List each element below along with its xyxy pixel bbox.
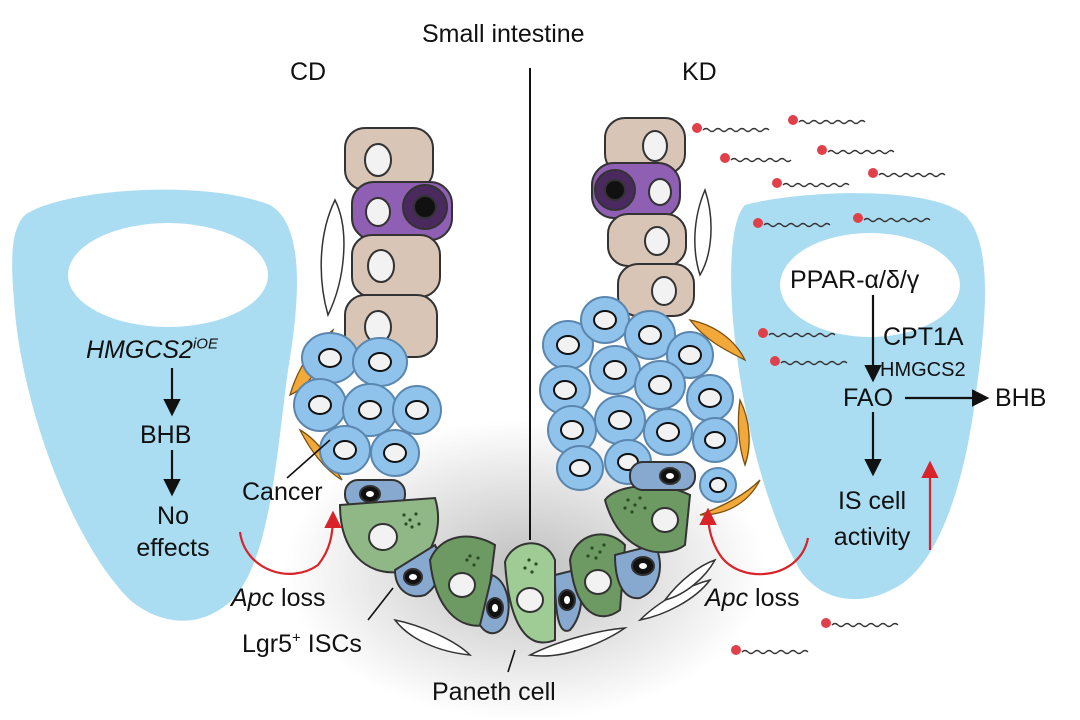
tumor-cell bbox=[666, 331, 714, 379]
ketone-molecule bbox=[821, 618, 899, 628]
right-villus-cells bbox=[591, 117, 695, 317]
apc-gene-right: Apc bbox=[705, 584, 749, 612]
enterocyte bbox=[617, 263, 695, 317]
label-no-effects: No effects bbox=[118, 500, 228, 564]
label-bhb-left: BHB bbox=[140, 421, 192, 449]
hmgcs2-gene: HMGCS2 bbox=[86, 336, 193, 364]
stem-cell bbox=[393, 543, 442, 598]
apc-loss-arrow-right bbox=[699, 507, 810, 576]
ketone-molecule bbox=[692, 123, 770, 133]
goblet-cell bbox=[351, 181, 453, 241]
tumor-cell bbox=[699, 467, 737, 503]
ketone-molecules bbox=[692, 115, 946, 655]
label-paneth-cell: Paneth cell bbox=[432, 678, 556, 706]
panel-label-kd: KD bbox=[682, 58, 717, 86]
stem-cell bbox=[629, 461, 696, 491]
no-effects-line1: No bbox=[157, 502, 189, 530]
tumor-cell bbox=[594, 395, 646, 445]
goblet-cell bbox=[591, 162, 681, 219]
tumor-cell bbox=[370, 429, 420, 477]
label-bhb-right: BHB bbox=[995, 384, 1047, 412]
tumor-cell bbox=[392, 385, 442, 435]
panel-label-cd: CD bbox=[290, 58, 327, 86]
red-arrows bbox=[238, 460, 939, 576]
paneth-cell bbox=[603, 484, 692, 554]
ketone-molecule bbox=[772, 178, 850, 188]
tumor-cell bbox=[293, 378, 347, 432]
loss-left: loss bbox=[274, 584, 326, 612]
apc-loss-arrow-left bbox=[238, 510, 342, 575]
iscs-text: ISCs bbox=[300, 630, 362, 658]
label-lgr5-iscs: Lgr5+ ISCs bbox=[242, 629, 362, 658]
left-tumor-cells bbox=[293, 332, 442, 477]
tumor-cell bbox=[547, 405, 597, 455]
enterocyte bbox=[351, 234, 441, 298]
stem-cell bbox=[478, 573, 510, 635]
pointer-paneth bbox=[507, 649, 516, 673]
paneth-granules bbox=[402, 496, 647, 574]
enterocyte bbox=[344, 127, 434, 191]
pathway-arrows bbox=[163, 295, 990, 673]
label-hmgcs2-ioe: HMGCS2iOE bbox=[86, 335, 218, 364]
ketone-molecule bbox=[770, 356, 848, 366]
is-cell-line1: IS cell bbox=[837, 487, 907, 515]
stem-cell bbox=[613, 543, 661, 600]
lgr5-superscript: + bbox=[292, 629, 301, 647]
tumor-cell bbox=[692, 417, 738, 463]
title-label: Small intestine bbox=[422, 20, 585, 48]
label-is-cell-activity: IS cell activity bbox=[812, 483, 932, 555]
pointer-lgr5 bbox=[367, 587, 394, 621]
ketone-molecule bbox=[868, 168, 946, 178]
lgr5-text: Lgr5 bbox=[242, 630, 293, 658]
tumor-cell bbox=[301, 332, 359, 384]
label-ppar: PPAR-α/δ/γ bbox=[790, 266, 920, 294]
label-apc-loss-left: Apc loss bbox=[231, 586, 326, 611]
paneth-cell bbox=[338, 496, 440, 574]
tumor-cell bbox=[589, 345, 641, 395]
enterocyte bbox=[604, 117, 686, 175]
left-villus-cells bbox=[344, 127, 453, 358]
tumor-cell bbox=[352, 337, 408, 387]
ketone-molecule bbox=[817, 145, 895, 155]
stromal-white-cells bbox=[320, 187, 717, 657]
no-effects-line2: effects bbox=[136, 534, 210, 562]
tumor-cell bbox=[624, 310, 676, 360]
label-fao: FAO bbox=[843, 384, 894, 412]
tumor-cell bbox=[643, 408, 693, 456]
label-cancer: Cancer bbox=[242, 478, 323, 506]
enterocyte bbox=[607, 213, 687, 267]
tumor-cell bbox=[634, 360, 686, 410]
paneth-cell bbox=[568, 533, 627, 618]
ketone-molecule bbox=[731, 645, 809, 655]
tumor-cell bbox=[342, 383, 398, 437]
ketone-molecule bbox=[788, 115, 866, 125]
pointer-cancer bbox=[286, 439, 331, 479]
ketone-molecule bbox=[753, 218, 831, 228]
right-lumen-hole bbox=[780, 233, 960, 337]
tumor-cell bbox=[580, 296, 630, 344]
apc-gene-left: Apc bbox=[231, 584, 275, 612]
label-cpt1a: CPT1A bbox=[883, 323, 964, 351]
tumor-cell bbox=[319, 425, 371, 475]
ioe-superscript: iOE bbox=[192, 335, 218, 353]
tumor-cell bbox=[539, 365, 591, 415]
is-cell-line2: activity bbox=[833, 523, 911, 551]
label-hmgcs2-right: HMGCS2 bbox=[880, 359, 966, 381]
ketone-molecule bbox=[758, 328, 836, 338]
left-lumen-hole bbox=[68, 223, 268, 327]
loss-right: loss bbox=[748, 584, 800, 612]
paneth-cell bbox=[503, 542, 556, 644]
tumor-cell bbox=[556, 445, 604, 491]
tumor-cell bbox=[686, 374, 734, 422]
label-apc-loss-right: Apc loss bbox=[705, 586, 800, 611]
ketone-molecule bbox=[853, 213, 931, 223]
ketone-molecule bbox=[720, 153, 792, 163]
